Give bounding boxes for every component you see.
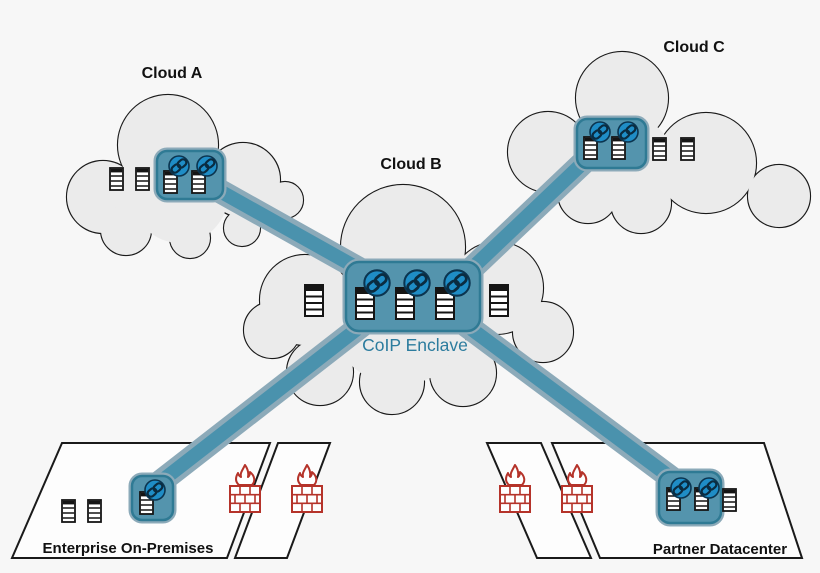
server-icon <box>680 137 695 161</box>
link-icon <box>442 268 472 298</box>
link-icon <box>669 476 693 500</box>
enterprise-label: Enterprise On-Premises <box>43 540 214 557</box>
server-icon <box>135 167 150 191</box>
server-icon <box>304 284 324 317</box>
partner-label: Partner Datacenter <box>653 541 787 558</box>
server-icon <box>87 499 102 523</box>
link-icon <box>167 154 191 178</box>
cloud-a-label: Cloud A <box>142 65 203 82</box>
server-icon <box>61 499 76 523</box>
link-icon <box>588 120 612 144</box>
server-icon <box>652 137 667 161</box>
coip-tunnels <box>142 151 690 500</box>
tunnel-enterprise <box>145 316 371 496</box>
tunnel-cloud-c <box>461 154 591 280</box>
server-icon <box>109 167 124 191</box>
link-icon <box>402 268 432 298</box>
server-icon <box>722 488 737 512</box>
coip-enclave-label: CoIP Enclave <box>362 335 468 355</box>
cloud-b-label: Cloud B <box>380 156 441 173</box>
tunnel-cloud-a <box>214 183 372 281</box>
link-icon <box>195 154 219 178</box>
link-icon <box>362 268 392 298</box>
link-icon <box>697 476 721 500</box>
link-icon <box>143 478 167 502</box>
tunnel-partner <box>457 316 687 492</box>
server-icon <box>489 284 509 317</box>
cloud-c-label: Cloud C <box>663 39 725 56</box>
link-icon <box>616 120 640 144</box>
